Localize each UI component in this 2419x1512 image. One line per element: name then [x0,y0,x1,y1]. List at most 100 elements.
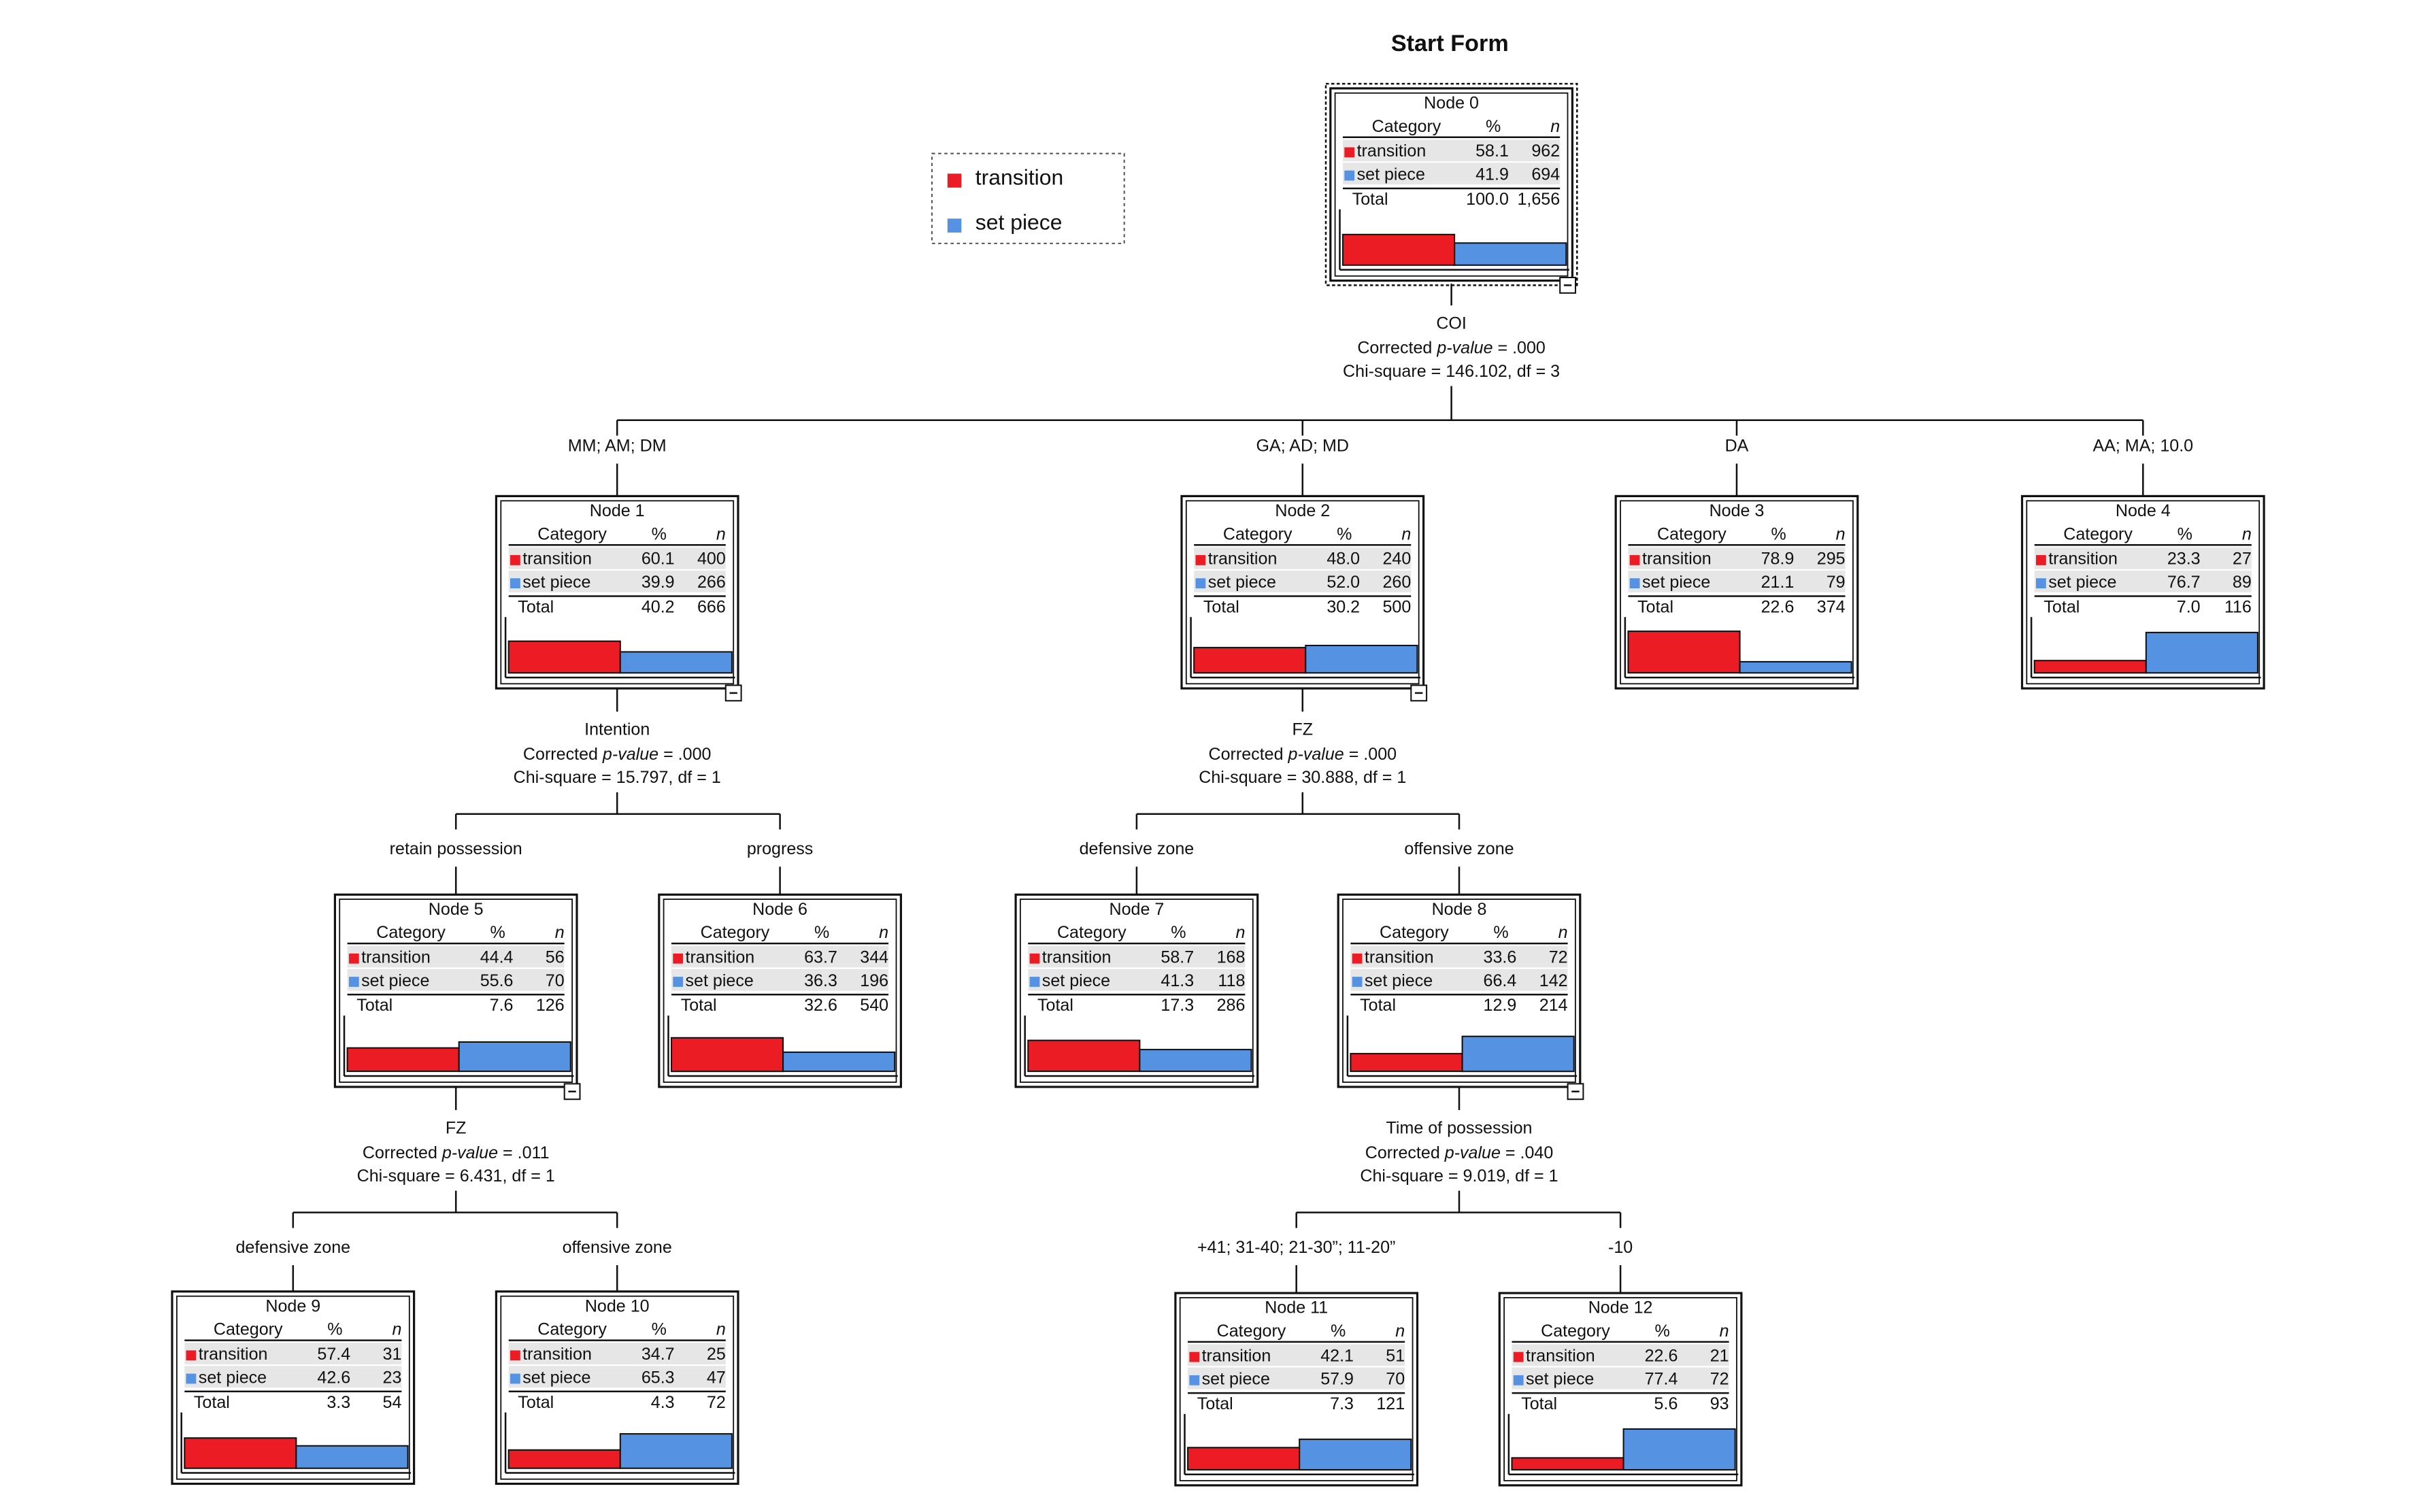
row-percent-transition: 60.1 [641,550,675,569]
col-header-category: Category [1541,1322,1610,1341]
row-label-set_piece: set piece [1208,573,1276,592]
col-header-category: Category [376,923,446,942]
row-percent-set_piece: 57.9 [1320,1370,1354,1389]
row-percent-transition: 42.1 [1320,1346,1354,1365]
set_piece-swatch [1029,977,1040,987]
col-header-percent: % [1486,117,1501,136]
node-title: Node 2 [1275,501,1330,520]
row-label-set_piece: set piece [1526,1370,1594,1389]
transition-swatch [1629,555,1640,565]
transition-swatch [1195,555,1206,565]
row-highlight [508,1343,726,1364]
row-percent-transition: 22.6 [1645,1346,1678,1365]
set_piece-swatch [2036,578,2046,588]
collapse-toggle-button[interactable] [724,684,742,702]
row-percent-transition: 78.9 [1761,550,1795,569]
col-header-percent: % [490,923,505,942]
row-n-set_piece: 118 [1218,971,1245,990]
row-label-transition: transition [1042,948,1112,967]
row-label-total: Total [1037,996,1073,1015]
bar-set-piece [1739,660,1852,674]
collapse-toggle-button[interactable] [1410,684,1428,702]
pvalue-suffix: = .000 [658,745,711,764]
row-highlight [184,1343,402,1364]
row-label-transition: transition [361,948,431,967]
row-label-transition: transition [522,1345,592,1364]
split-pvalue: Corrected p-value = .040 [1365,1143,1554,1162]
node-inner-frame [1179,1296,1414,1481]
legend-label: transition [975,165,1063,189]
row-n-total: 286 [1217,996,1246,1015]
row-label-set_piece: set piece [199,1368,267,1387]
row-n-transition: 51 [1386,1346,1405,1365]
bar-transition [1187,1447,1301,1471]
row-percent-transition: 63.7 [804,948,837,967]
bar-set-piece [1454,242,1567,266]
row-highlight [1194,547,1412,569]
col-header-category: Category [1380,923,1449,942]
edge-label: offensive zone [563,1238,672,1257]
col-header-category: Category [1217,1322,1286,1341]
row-highlight [508,1366,726,1388]
transition-swatch [348,953,359,964]
pvalue-suffix: = .000 [1344,745,1397,764]
collapse-toggle-button[interactable] [1567,1083,1584,1101]
transition-swatch [1189,1351,1200,1362]
col-header-n: n [392,1320,401,1339]
row-highlight [508,547,726,569]
edge-label: +41; 31-40; 21-30”; 11-20” [1197,1238,1395,1257]
legend-swatch [947,218,962,233]
row-label-set_piece: set piece [522,1368,590,1387]
pvalue-prefix: Corrected [363,1143,442,1162]
row-label-total: Total [194,1393,230,1412]
col-header-category: Category [1372,117,1441,136]
row-n-transition: 344 [860,948,888,967]
bar-transition [1627,631,1741,674]
edge-label: defensive zone [235,1238,350,1257]
col-header-category: Category [1657,524,1726,543]
bar-transition [1193,647,1307,674]
set_piece-swatch [1195,578,1206,588]
col-header-percent: % [1771,524,1786,543]
edge-label: AA; MA; 10.0 [2092,436,2193,455]
split-pvalue: Corrected p-value = .000 [1209,745,1397,764]
row-percent-transition: 58.7 [1161,948,1194,967]
row-highlight [347,969,565,991]
row-percent-transition: 57.4 [317,1345,350,1364]
set_piece-swatch [510,1373,520,1384]
row-percent-set_piece: 21.1 [1761,573,1795,592]
row-n-total: 54 [383,1393,402,1412]
edge-label: defensive zone [1080,839,1195,858]
transition-swatch [673,953,684,964]
row-n-total: 72 [707,1393,726,1412]
row-label-transition: transition [1642,550,1712,569]
node-title: Node 4 [2116,501,2171,520]
pvalue-prefix: Corrected [523,745,603,764]
row-n-transition: 31 [383,1345,402,1364]
node-title: Node 11 [1265,1298,1328,1317]
row-percent-total: 3.3 [327,1393,350,1412]
col-header-percent: % [327,1320,342,1339]
row-n-transition: 25 [707,1345,726,1364]
row-highlight [1512,1367,1729,1390]
collapse-toggle-button[interactable] [1559,276,1577,294]
transition-swatch [510,555,520,565]
row-percent-transition: 23.3 [2167,550,2201,569]
transition-swatch [1352,953,1363,964]
row-label-set_piece: set piece [1357,165,1425,184]
edge-label: -10 [1608,1238,1633,1257]
col-header-percent: % [1654,1322,1669,1341]
row-percent-transition: 44.4 [480,948,514,967]
row-n-set_piece: 266 [697,573,726,592]
node-title: Node 8 [1432,900,1487,919]
row-percent-total: 7.6 [490,996,514,1015]
set_piece-swatch [1189,1375,1200,1385]
row-n-transition: 962 [1531,141,1560,161]
collapse-toggle-button[interactable] [563,1083,581,1101]
